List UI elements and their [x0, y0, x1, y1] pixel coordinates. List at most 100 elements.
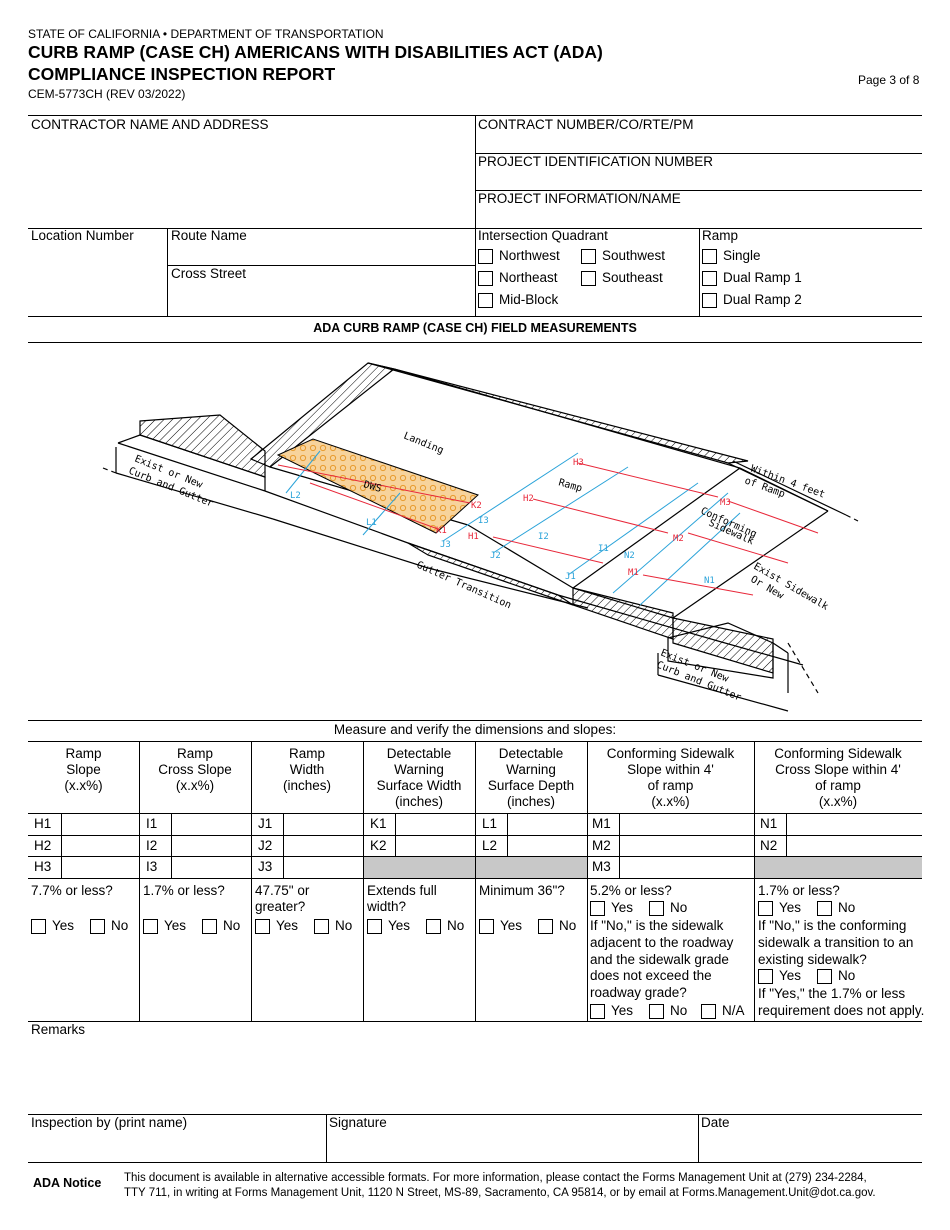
checkbox[interactable] — [702, 270, 717, 286]
ramp-dual-1[interactable]: Dual Ramp 1 — [702, 270, 802, 286]
sidewalk-slope-no[interactable]: No — [649, 900, 687, 916]
ramp-single[interactable]: Single — [702, 248, 761, 264]
project-info-field[interactable]: PROJECT INFORMATION/NAME — [478, 191, 918, 225]
quadrant-southwest[interactable]: Southwest — [581, 248, 665, 264]
j2-input[interactable] — [284, 836, 363, 856]
width-yes[interactable]: Yes — [255, 918, 298, 934]
signature-field[interactable]: Signature — [329, 1115, 695, 1160]
quadrant-northwest[interactable]: Northwest — [478, 248, 560, 264]
i3-input[interactable] — [172, 857, 251, 878]
cell-label-k2: K2 — [370, 838, 387, 853]
sidewalk-cross-slope-no[interactable]: No — [817, 900, 855, 916]
ramp-slope-no[interactable]: No — [90, 918, 128, 934]
checkbox[interactable] — [590, 900, 605, 916]
checkbox[interactable] — [478, 248, 493, 264]
checkbox[interactable] — [758, 968, 773, 984]
checkbox[interactable] — [202, 918, 217, 934]
checkbox[interactable] — [143, 918, 158, 934]
n2-marker: N2 — [624, 551, 635, 561]
cell-label-i2: I2 — [146, 838, 158, 853]
checkbox[interactable] — [478, 270, 493, 286]
checkbox[interactable] — [478, 292, 493, 308]
h2-marker: H2 — [523, 494, 534, 504]
dws-width-yes[interactable]: Yes — [367, 918, 410, 934]
k2-input[interactable] — [396, 836, 475, 856]
checkbox[interactable] — [590, 1003, 605, 1019]
form-number: CEM-5773CH (REV 03/2022) — [28, 87, 186, 101]
h3-input[interactable] — [62, 857, 139, 878]
roadway-grade-na[interactable]: N/A — [701, 1003, 745, 1019]
roadway-grade-yes[interactable]: Yes — [590, 1003, 633, 1019]
checkbox[interactable] — [367, 918, 382, 934]
checkbox[interactable] — [90, 918, 105, 934]
h1-input[interactable] — [62, 814, 139, 835]
width-no[interactable]: No — [314, 918, 352, 934]
m2-input[interactable] — [620, 836, 754, 856]
checkbox[interactable] — [255, 918, 270, 934]
k1-marker: K1 — [436, 526, 447, 536]
checkbox[interactable] — [426, 918, 441, 934]
roadway-grade-no[interactable]: No — [649, 1003, 687, 1019]
date-field[interactable]: Date — [701, 1115, 919, 1160]
project-id-field[interactable]: PROJECT IDENTIFICATION NUMBER — [478, 154, 918, 188]
cell-label-k1: K1 — [370, 816, 387, 831]
divider — [28, 1114, 922, 1115]
checkbox[interactable] — [314, 918, 329, 934]
dws-depth-no[interactable]: No — [538, 918, 576, 934]
checkbox[interactable] — [649, 900, 664, 916]
quadrant-mid-block[interactable]: Mid-Block — [478, 292, 558, 308]
checkbox[interactable] — [701, 1003, 716, 1019]
n2-input[interactable] — [787, 836, 922, 856]
n1-input[interactable] — [787, 814, 922, 835]
l2-input[interactable] — [508, 836, 587, 856]
j3-input[interactable] — [284, 857, 363, 878]
remarks-field[interactable]: Remarks — [31, 1022, 919, 1112]
cell-label-h3: H3 — [34, 859, 52, 874]
transition-no[interactable]: No — [817, 968, 855, 984]
location-number-field[interactable]: Location Number — [31, 228, 163, 314]
contract-number-field[interactable]: CONTRACT NUMBER/CO/RTE/PM — [478, 117, 918, 151]
checkbox[interactable] — [581, 248, 596, 264]
i2-input[interactable] — [172, 836, 251, 856]
landing-label: Landing — [402, 431, 445, 457]
checkbox[interactable] — [758, 900, 773, 916]
cross-street-field[interactable]: Cross Street — [171, 266, 471, 314]
l1-input[interactable] — [508, 814, 587, 835]
checkbox[interactable] — [817, 968, 832, 984]
checkbox[interactable] — [479, 918, 494, 934]
dws-depth-yes[interactable]: Yes — [479, 918, 522, 934]
cross-slope-no[interactable]: No — [202, 918, 240, 934]
sidewalk-cross-slope-yes[interactable]: Yes — [758, 900, 801, 916]
checkbox[interactable] — [702, 292, 717, 308]
j1-input[interactable] — [284, 814, 363, 835]
checkbox[interactable] — [649, 1003, 664, 1019]
i1-input[interactable] — [172, 814, 251, 835]
quadrant-southeast[interactable]: Southeast — [581, 270, 663, 286]
contractor-label: CONTRACTOR NAME AND ADDRESS — [31, 117, 269, 132]
dws-width-no[interactable]: No — [426, 918, 464, 934]
h2-input[interactable] — [62, 836, 139, 856]
contractor-name-field[interactable]: CONTRACTOR NAME AND ADDRESS — [31, 117, 471, 225]
checkbox[interactable] — [702, 248, 717, 264]
j1-marker: J1 — [565, 572, 576, 582]
inspection-by-field[interactable]: Inspection by (print name) — [31, 1115, 323, 1160]
checkbox[interactable] — [31, 918, 46, 934]
route-name-field[interactable]: Route Name — [171, 228, 471, 263]
ramp-slope-yes[interactable]: Yes — [31, 918, 74, 934]
m1-input[interactable] — [620, 814, 754, 835]
ada-notice-line1: This document is available in alternativ… — [124, 1172, 867, 1184]
option-label: Yes — [500, 918, 523, 933]
transition-yes[interactable]: Yes — [758, 968, 801, 984]
checkbox[interactable] — [581, 270, 596, 286]
divider — [395, 813, 396, 856]
quadrant-northeast[interactable]: Northeast — [478, 270, 558, 286]
cross-slope-yes[interactable]: Yes — [143, 918, 186, 934]
checkbox[interactable] — [817, 900, 832, 916]
date-label: Date — [701, 1115, 730, 1130]
sidewalk-slope-yes[interactable]: Yes — [590, 900, 633, 916]
checkbox[interactable] — [538, 918, 553, 934]
divider — [619, 813, 620, 878]
ramp-dual-2[interactable]: Dual Ramp 2 — [702, 292, 802, 308]
k1-input[interactable] — [396, 814, 475, 835]
m3-input[interactable] — [620, 857, 754, 878]
